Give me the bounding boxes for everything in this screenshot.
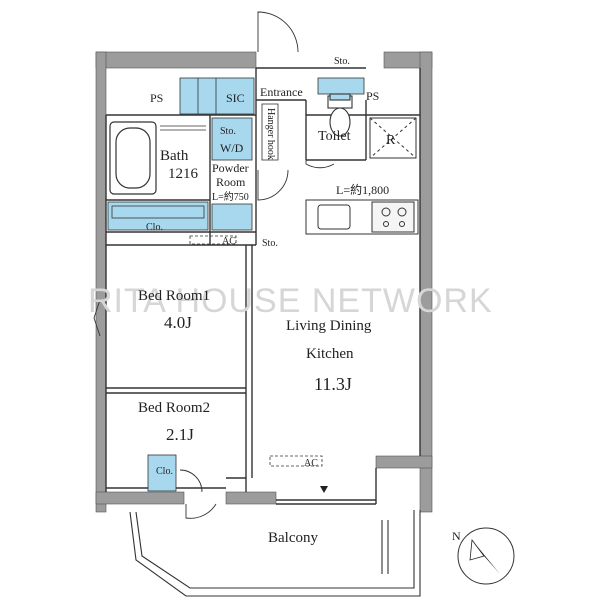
wd-storage — [211, 117, 253, 161]
sic-label: SIC — [226, 91, 245, 105]
closet-bottom-label: Clo. — [156, 466, 173, 477]
refrigerator — [369, 117, 417, 159]
closet-bottom — [147, 454, 177, 492]
watermark: RITA HOUSE NETWORK — [88, 282, 493, 320]
wd-label: W/D — [220, 141, 244, 155]
sto-top-label: Sto. — [334, 56, 350, 67]
bedroom1-name: Bed Room1 — [138, 288, 210, 304]
ps-left-label: PS — [150, 91, 163, 105]
closet-top-label: Clo. — [146, 222, 163, 233]
closet-top — [107, 201, 209, 231]
kitchen-counter — [305, 199, 419, 235]
inner-walls — [105, 67, 421, 505]
refrigerator-label: R — [386, 133, 396, 148]
sto-mid-label: Sto. — [262, 238, 278, 249]
ac-top-label: AC — [222, 236, 236, 247]
sic-storage — [179, 77, 255, 115]
hanger-hook — [261, 103, 279, 161]
balcony-label: Balcony — [268, 530, 318, 546]
bedroom1-size: 4.0J — [164, 313, 192, 332]
bath-label: Bath — [160, 148, 189, 164]
doors — [93, 11, 335, 519]
ldk-name-line2: Kitchen — [306, 346, 354, 362]
bedroom2-name: Bed Room2 — [138, 400, 210, 416]
ac-bottom-label: AC — [304, 458, 318, 469]
storage-areas — [107, 77, 365, 492]
ldk-name-line1: Living Dining — [286, 318, 372, 334]
entrance-label: Entrance — [260, 85, 303, 99]
powder-room-label-2: Room — [216, 175, 246, 189]
entrance-storage — [317, 77, 365, 95]
outer-walls — [95, 51, 433, 513]
bathtub — [109, 121, 206, 195]
ac-units — [189, 235, 323, 467]
balcony — [129, 510, 421, 597]
bath-size-label: 1216 — [168, 166, 199, 182]
powder-width-label: L=約750 — [212, 190, 249, 203]
ps-right-label: PS — [366, 89, 379, 103]
hanger-hook-label: Hanger hook — [265, 108, 276, 160]
opening-arrow — [320, 486, 328, 493]
kitchen-length-label: L=約1,800 — [336, 182, 389, 197]
sto-wd-label: Sto. — [220, 126, 236, 137]
bedroom2-size: 2.1J — [166, 425, 194, 444]
powder-room-label-1: Powder — [212, 161, 249, 175]
north-compass: N — [452, 527, 515, 585]
small-storage — [211, 203, 253, 231]
toilet-label: Toilet — [318, 129, 351, 144]
toilet-fixture — [327, 93, 353, 137]
north-label: N — [452, 529, 461, 543]
ldk-size: 11.3J — [314, 374, 352, 394]
